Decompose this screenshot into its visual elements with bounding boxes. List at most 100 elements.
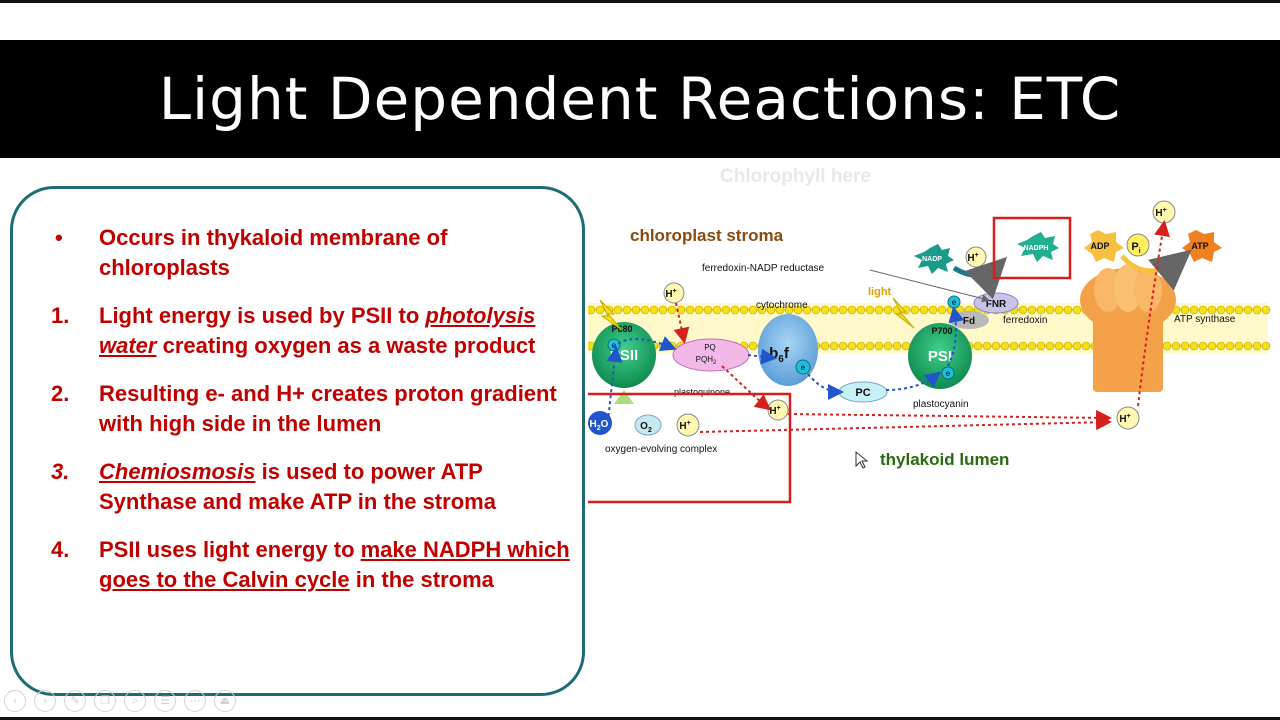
lipid-head bbox=[811, 305, 821, 315]
svg-text:H+: H+ bbox=[1119, 413, 1130, 425]
e-flow-pq-b6f bbox=[747, 348, 777, 365]
lipid-head bbox=[757, 305, 767, 315]
lumen-label: thylakoid lumen bbox=[880, 450, 1009, 469]
lipid-head bbox=[667, 305, 677, 315]
bullet-marker: 1. bbox=[51, 303, 70, 328]
copy-icon[interactable]: ❐ bbox=[94, 690, 116, 712]
bullet-text-segment: is used to power ATP Synthase and make A… bbox=[99, 459, 496, 514]
svg-text:H+: H+ bbox=[679, 420, 690, 432]
next-icon[interactable]: › bbox=[34, 690, 56, 712]
presentation-toolbar: ‹ › ✎ ❐ ⌕ ☰ ⋯ ⏏ bbox=[4, 690, 236, 716]
ferredoxin-label: ferredoxin bbox=[1003, 315, 1047, 326]
faded-caption: Chlorophyll here bbox=[720, 166, 871, 187]
prev-icon[interactable]: ‹ bbox=[4, 690, 26, 712]
lipid-head bbox=[1081, 341, 1091, 351]
b6f-tail: f bbox=[784, 345, 790, 362]
psii-electron: e bbox=[612, 341, 617, 350]
lipid-head bbox=[1198, 341, 1208, 351]
h-left-text: H bbox=[679, 421, 686, 432]
lipid-head bbox=[1162, 341, 1172, 351]
lipid-head bbox=[1189, 305, 1199, 315]
lipid-head bbox=[1180, 341, 1190, 351]
h-nadp-sup: + bbox=[975, 252, 979, 259]
lipid-head bbox=[1063, 341, 1073, 351]
svg-text:H+: H+ bbox=[665, 288, 676, 300]
lipid-head bbox=[1234, 305, 1244, 315]
oec-marker bbox=[614, 390, 634, 404]
lipid-head bbox=[748, 341, 758, 351]
svg-text:PQH2: PQH2 bbox=[696, 355, 717, 366]
bullet-marker: 2. bbox=[51, 381, 70, 406]
oxygen-molecule: O2 bbox=[634, 414, 662, 436]
lipid-head bbox=[802, 305, 812, 315]
bullet-marker: 4. bbox=[51, 537, 70, 562]
menu-icon[interactable]: ☰ bbox=[154, 690, 176, 712]
lipid-head bbox=[1261, 305, 1271, 315]
lipid-head bbox=[595, 305, 605, 315]
lipid-head bbox=[721, 305, 731, 315]
lipid-head bbox=[1225, 305, 1235, 315]
lipid-head bbox=[829, 305, 839, 315]
lipid-head bbox=[1045, 305, 1055, 315]
lipid-head bbox=[1072, 305, 1082, 315]
lipid-head bbox=[613, 305, 623, 315]
zoom-icon[interactable]: ⌕ bbox=[124, 690, 146, 712]
h2o-o: O bbox=[601, 419, 609, 430]
lipid-head bbox=[775, 305, 785, 315]
end-icon[interactable]: ⏏ bbox=[214, 690, 236, 712]
water-molecule: H2O bbox=[588, 411, 612, 435]
plastocyanin-label: plastocyanin bbox=[913, 399, 969, 410]
h-right-text: H bbox=[1119, 414, 1126, 425]
lipid-head bbox=[1234, 341, 1244, 351]
lipid-head bbox=[910, 305, 920, 315]
b6f-sub: 6 bbox=[778, 354, 784, 365]
lipid-head bbox=[1189, 341, 1199, 351]
lipid-head bbox=[919, 305, 929, 315]
lipid-head bbox=[1072, 341, 1082, 351]
lipid-head bbox=[748, 305, 758, 315]
lipid-head bbox=[1252, 341, 1262, 351]
lipid-head bbox=[1054, 341, 1064, 351]
fnr-title: ferredoxin-NADP reductase bbox=[702, 263, 825, 274]
lipid-head bbox=[883, 341, 893, 351]
bullet-item: 4.PSII uses light energy to make NADPH w… bbox=[51, 535, 571, 595]
lipid-head bbox=[1252, 305, 1262, 315]
lipid-head bbox=[928, 305, 938, 315]
lipid-head bbox=[667, 341, 677, 351]
lipid-head bbox=[847, 341, 857, 351]
plastoquinone: PQ PQH2 plastoquinone bbox=[672, 338, 750, 397]
lipid-head bbox=[766, 305, 776, 315]
h-atp-top-sup: + bbox=[1163, 207, 1167, 214]
more-icon[interactable]: ⋯ bbox=[184, 690, 206, 712]
h-ion-atp-top: H+ bbox=[1152, 200, 1176, 224]
h-top-sup: + bbox=[673, 288, 677, 295]
lipid-head bbox=[937, 305, 947, 315]
lipid-head bbox=[1009, 341, 1019, 351]
p680-label: P680 bbox=[611, 324, 632, 334]
lipid-head bbox=[892, 341, 902, 351]
slide-title: Light Dependent Reactions: ETC bbox=[158, 65, 1122, 133]
lipid-head bbox=[874, 341, 884, 351]
svg-text:O2: O2 bbox=[640, 421, 652, 434]
lipid-head bbox=[685, 305, 695, 315]
lipid-head bbox=[1000, 341, 1010, 351]
lipid-head bbox=[1225, 341, 1235, 351]
lipid-head bbox=[838, 305, 848, 315]
h-mid-sup: + bbox=[777, 405, 781, 412]
lipid-head bbox=[1036, 305, 1046, 315]
lipid-head bbox=[1243, 305, 1253, 315]
pen-icon[interactable]: ✎ bbox=[64, 690, 86, 712]
bullet-marker: 3. bbox=[51, 459, 70, 484]
oec-label: oxygen-evolving complex bbox=[605, 444, 717, 455]
psi-light-bolt bbox=[892, 297, 915, 329]
lipid-head bbox=[847, 305, 857, 315]
bullet-item: 1.Light energy is used by PSII to photol… bbox=[51, 301, 571, 361]
lipid-head bbox=[1027, 341, 1037, 351]
etc-diagram: Chlorophyll here chloroplast stroma ATP … bbox=[588, 166, 1271, 504]
h-atp-top-text: H bbox=[1155, 208, 1162, 219]
plastoquinone-label: plastoquinone bbox=[674, 387, 730, 397]
lipid-head bbox=[856, 305, 866, 315]
lipid-head bbox=[1045, 341, 1055, 351]
lipid-head bbox=[739, 305, 749, 315]
lipid-head bbox=[694, 305, 704, 315]
